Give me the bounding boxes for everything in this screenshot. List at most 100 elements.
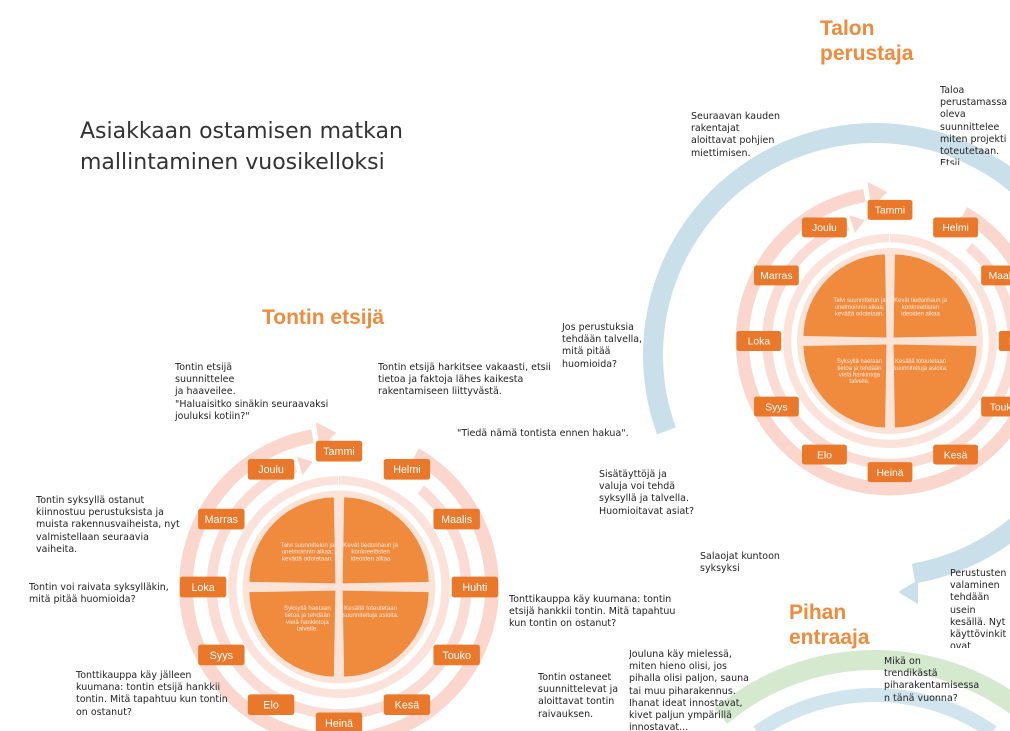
- month-box-bg: [867, 462, 913, 483]
- month-box: Marras: [198, 508, 245, 530]
- month-box: Elo: [247, 694, 295, 715]
- month-box-bg: [754, 396, 799, 417]
- month-box-bg: [198, 508, 245, 530]
- blue-arrow-head: [898, 580, 918, 604]
- month-box-bg: [247, 459, 295, 480]
- month-box: Huhti: [451, 576, 499, 598]
- month-label: Tammi: [323, 446, 355, 458]
- month-label: Helmi: [942, 223, 968, 234]
- month-box: Huhti: [998, 331, 1010, 351]
- month-box-bg: [933, 444, 978, 465]
- note-tieda-tontista: "Tiedä nämä tontista ennen hakua".: [457, 428, 629, 439]
- month-label: Joulu: [812, 223, 837, 234]
- month-label: Kesä: [395, 700, 420, 712]
- month-label: Syys: [210, 650, 233, 662]
- month-box: Elo: [802, 444, 847, 465]
- month-box: Maalis: [433, 508, 480, 530]
- cycle-arrow-head: [849, 215, 865, 234]
- note-tontin-ostaneet: Tontin ostaneet suunnittelevat ja aloitt…: [538, 672, 619, 720]
- month-label: Tammi: [875, 206, 906, 217]
- month-label: Touko: [990, 402, 1010, 413]
- month-box-bg: [451, 576, 499, 598]
- month-box-bg: [433, 644, 480, 666]
- heading-pihan-entraaja: Pihan entraaja: [789, 601, 870, 649]
- month-box-bg: [867, 199, 913, 220]
- month-label: Heinä: [325, 718, 353, 730]
- month-box-bg: [802, 217, 847, 238]
- season-quadrant-spring: [893, 254, 977, 338]
- month-box-bg: [981, 265, 1010, 286]
- month-box: Marras: [754, 265, 799, 286]
- month-box: Syys: [754, 396, 799, 417]
- month-box: Tammi: [867, 199, 913, 220]
- month-box-bg: [998, 331, 1010, 351]
- month-box: Heinä: [867, 462, 913, 483]
- month-label: Touko: [442, 650, 471, 662]
- note-perustusten-valaminen: Perustusten valaminen tehdään usein kesä…: [950, 568, 1007, 648]
- month-label: Loka: [191, 582, 214, 594]
- month-box: Kesä: [933, 444, 978, 465]
- note-haaveilee: Tontin etsijä suunnittelee ja haaveilee.…: [175, 362, 329, 422]
- green-cycle-arc: [714, 650, 1010, 724]
- month-box-bg: [736, 331, 782, 351]
- month-label: Elo: [263, 700, 279, 712]
- month-label: Maalis: [441, 514, 472, 526]
- page-title: Asiakkaan ostamisen matkan mallintaminen…: [80, 119, 403, 175]
- season-quadrant-winter: [249, 497, 336, 584]
- blue-inner-arc: [753, 688, 997, 731]
- month-box: Joulu: [247, 459, 295, 480]
- season-quadrant-winter: [803, 254, 887, 338]
- season-quadrant-autumn: [249, 590, 336, 677]
- note-sisatayttoja: Sisätäyttöjä ja valuja voi tehdä syksyll…: [599, 469, 695, 517]
- month-box-bg: [981, 396, 1010, 417]
- note-raivaus-syksylla: Tontin voi raivata syksylläkin, mitä pit…: [29, 582, 169, 606]
- month-label: Marras: [205, 514, 238, 526]
- season-quadrant-autumn: [803, 344, 887, 428]
- month-label: Syys: [765, 402, 787, 413]
- month-box-bg: [247, 694, 295, 715]
- note-trendikasta: Mikä on trendikästä piharakentamisessa n…: [884, 656, 980, 704]
- month-box-bg: [802, 444, 847, 465]
- heading-tontin-etsija: Tontin etsijä: [262, 306, 385, 329]
- month-box: Loka: [179, 576, 227, 598]
- month-label: Heinä: [876, 468, 903, 479]
- note-salaojat: Salaojat kuntoon syksyksi: [700, 551, 780, 575]
- month-box: Joulu: [802, 217, 847, 238]
- note-tonttikauppa-jalleen: Tonttikauppa käy jälleen kuumana: tontin…: [76, 670, 228, 718]
- middle-cycle-ring: [762, 220, 1010, 469]
- month-box: Tammi: [315, 440, 363, 462]
- month-box: Maalis: [981, 265, 1010, 286]
- month-box: Loka: [736, 331, 782, 351]
- month-label: Helmi: [393, 464, 420, 476]
- season-quadrant-summer: [893, 344, 977, 428]
- blue-cycle-arc: [643, 123, 1010, 584]
- month-label: Huhti: [462, 582, 487, 594]
- note-jouluna: Jouluna käy mielessä, miten hieno olisi,…: [629, 649, 749, 731]
- note-tonttikauppa-kuumana: Tonttikauppa käy kuumana: tontin etsijä …: [509, 594, 676, 630]
- month-box-bg: [198, 644, 245, 666]
- month-box: Kesä: [383, 694, 431, 715]
- month-box: Helmi: [383, 459, 431, 480]
- note-perustukset-kiinnostaa: Tontin syksyllä ostanut kiinnostuu perus…: [36, 495, 180, 555]
- month-box-bg: [933, 217, 978, 238]
- month-box-bg: [179, 576, 227, 598]
- month-box-bg: [754, 265, 799, 286]
- cycle-arrow-head: [296, 456, 313, 476]
- month-label: Joulu: [258, 464, 284, 476]
- month-label: Elo: [817, 450, 832, 461]
- month-box: Touko: [981, 396, 1010, 417]
- inner-cycle-ring: [228, 476, 450, 698]
- month-box-bg: [315, 440, 363, 462]
- month-box-bg: [433, 508, 480, 530]
- month-box: Helmi: [933, 217, 978, 238]
- inner-cycle-ring: [782, 233, 998, 449]
- month-box: Syys: [198, 644, 245, 666]
